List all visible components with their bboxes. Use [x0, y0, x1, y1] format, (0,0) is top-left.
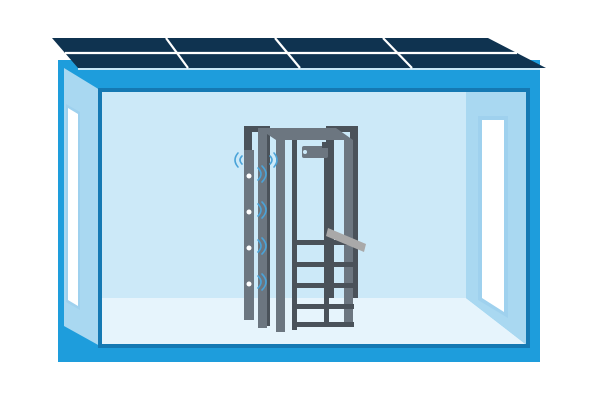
sensor-column	[244, 150, 254, 320]
container-inner-edge	[98, 88, 530, 348]
handrail	[326, 228, 366, 252]
left-door	[66, 104, 80, 310]
right-door	[478, 116, 508, 318]
camera-icon	[302, 142, 332, 158]
container-room	[58, 60, 540, 362]
solar-panel-roof	[52, 37, 546, 70]
signal-wave-icons	[234, 152, 278, 291]
